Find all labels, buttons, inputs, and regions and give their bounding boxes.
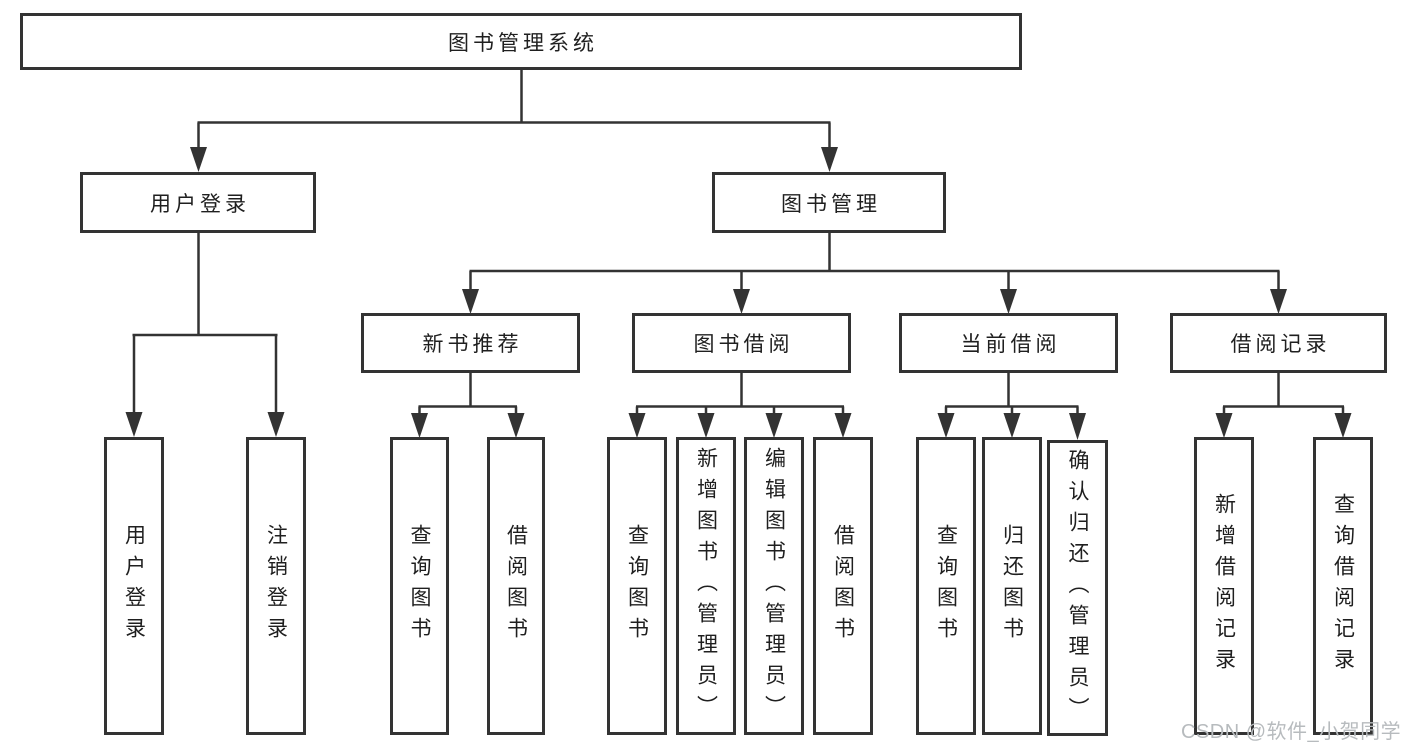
node-leaf-query-books-current: 查询图书 — [916, 437, 976, 735]
node-current-borrowing: 当前借阅 — [899, 313, 1118, 373]
node-leaf-add-books-admin: 新增图书（管理员） — [676, 437, 736, 735]
node-leaf-edit-books-admin: 编辑图书（管理员） — [744, 437, 804, 735]
node-book-management: 图书管理 — [712, 172, 946, 233]
node-book-borrowing: 图书借阅 — [632, 313, 851, 373]
node-leaf-logout: 注销登录 — [246, 437, 306, 735]
node-leaf-borrow-books: 借阅图书 — [813, 437, 873, 735]
node-borrowing-records: 借阅记录 — [1170, 313, 1387, 373]
node-leaf-query-books-recommend: 查询图书 — [390, 437, 449, 735]
node-leaf-query-books-borrowing: 查询图书 — [607, 437, 667, 735]
node-user-login: 用户登录 — [80, 172, 316, 233]
csdn-watermark: CSDN @软件_小贺同学 — [1181, 721, 1402, 743]
node-leaf-query-borrow-record: 查询借阅记录 — [1313, 437, 1373, 735]
node-leaf-borrow-books-recommend: 借阅图书 — [487, 437, 545, 735]
node-leaf-return-books: 归还图书 — [982, 437, 1042, 735]
node-leaf-user-login: 用户登录 — [104, 437, 164, 735]
node-leaf-add-borrow-record: 新增借阅记录 — [1194, 437, 1254, 735]
node-new-book-recommendation: 新书推荐 — [361, 313, 580, 373]
node-library-management-system: 图书管理系统 — [20, 13, 1022, 70]
node-leaf-confirm-return-admin: 确认归还（管理员） — [1047, 440, 1108, 736]
